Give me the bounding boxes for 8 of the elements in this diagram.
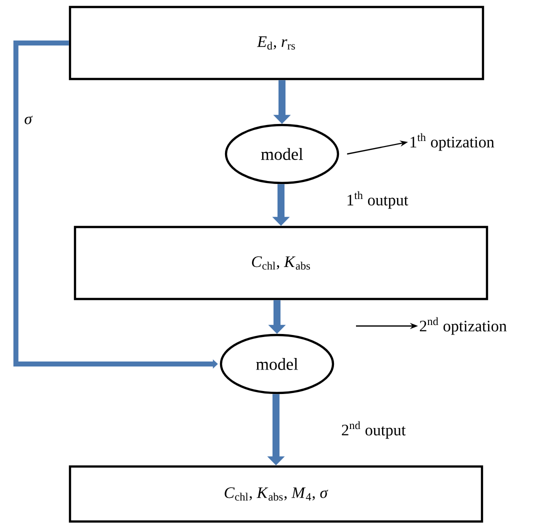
step-label: 1$^{th}$ optization [410, 133, 494, 151]
edge-label: 1$^{th}$ output [345, 190, 410, 210]
process-box: E$_{d}$, r$_{rs}$ [68, 6, 484, 80]
step-label: 2$^{nd}$ optization [420, 317, 507, 335]
process-box: C$_{chl}$, K$_{abs}$ [74, 226, 488, 300]
process-box: C$_{chl}$, K$_{abs}$, M$_{4}$, σ [68, 465, 484, 523]
edge-label: 2$^{nd}$ output [340, 420, 407, 440]
edge-label: σ [23, 114, 34, 126]
